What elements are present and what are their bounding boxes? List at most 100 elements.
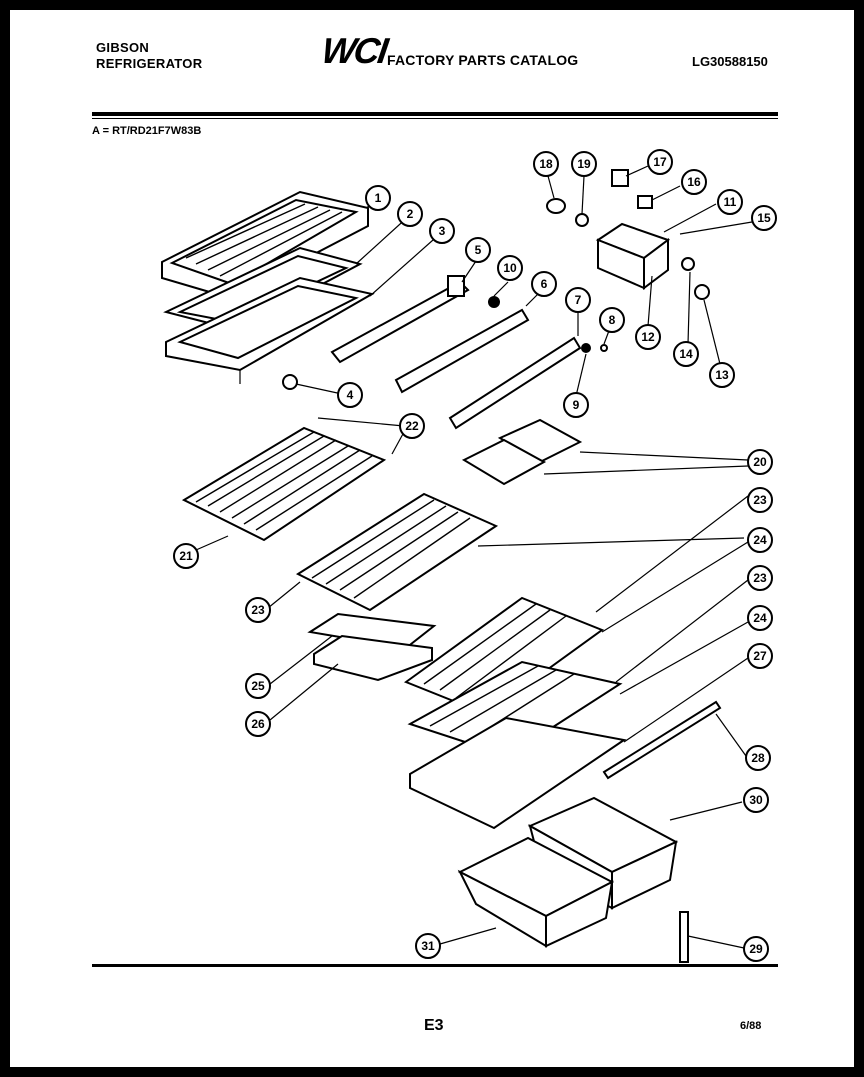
part-shelf-frame-lower [165,276,375,384]
svg-text:25: 25 [251,679,265,693]
callout-31: 31 [415,933,441,959]
callout-27: 27 [747,643,773,669]
svg-text:9: 9 [573,398,580,412]
svg-text:22: 22 [405,419,419,433]
callout-28: 28 [745,745,771,771]
svg-text:23: 23 [251,603,265,617]
part-crisper-cover [409,716,627,830]
assembly-label: A = RT/RD21F7W83B [92,125,202,137]
svg-text:26: 26 [251,717,265,731]
catalog-title: FACTORY PARTS CATALOG [387,52,579,68]
callout-20: 20 [747,449,773,475]
part-lower-shelf [295,492,499,612]
brand-name: GIBSON [96,40,150,55]
part-bracket [330,280,470,364]
callout-7: 7 [565,287,591,313]
footer-rule [92,964,778,967]
callout-18: 18 [533,151,559,177]
callout-11: 11 [717,189,743,215]
callout-29: 29 [743,936,769,962]
svg-text:1: 1 [375,191,382,205]
part-crisper-pan-left [457,836,615,948]
part-9 [581,343,591,353]
svg-text:2: 2 [407,207,414,221]
svg-text:29: 29 [749,942,763,956]
svg-text:14: 14 [679,347,693,361]
part-13 [694,284,710,300]
product-type: REFRIGERATOR [96,56,203,71]
part-18 [546,198,566,214]
callout-numbers: 1 2 3 4 5 6 7 8 9 10 11 12 13 14 15 16 1… [173,149,777,962]
part-rail [394,308,530,394]
part-meat-pan [313,634,433,682]
callout-6: 6 [531,271,557,297]
leader-lines [195,165,753,949]
part-4 [282,374,298,390]
callout-21: 21 [173,543,199,569]
svg-text:3: 3 [439,224,446,238]
part-light-housing-end [643,238,669,290]
date-code: 6/88 [740,1020,762,1032]
callout-5: 5 [465,237,491,263]
svg-text:4: 4 [347,388,354,402]
part-16 [637,195,653,209]
callout-3: 3 [429,218,455,244]
svg-text:31: 31 [421,939,435,953]
svg-text:24: 24 [753,533,767,547]
callout-12: 12 [635,324,661,350]
callout-8: 8 [599,307,625,333]
part-crisper-shelf-upper [403,596,605,716]
svg-text:21: 21 [179,549,193,563]
part-14 [681,257,695,271]
svg-text:24: 24 [753,611,767,625]
svg-text:11: 11 [724,195,737,209]
svg-text:7: 7 [575,293,582,307]
callout-13: 13 [709,362,735,388]
svg-text:30: 30 [749,793,763,807]
part-bracket-end [447,275,465,297]
part-trim-strip [602,700,722,780]
parts-drawing [161,169,722,963]
part-rail-2 [448,336,582,430]
part-10 [488,296,500,308]
callout-4: 4 [337,382,363,408]
svg-text:23: 23 [753,493,767,507]
callout-22: 22 [399,413,425,439]
part-wire-shelf [181,426,387,542]
header-rule-thin [92,118,778,119]
part-29 [679,911,689,963]
svg-text:13: 13 [715,368,729,382]
svg-text:16: 16 [687,175,701,189]
callout-23-left: 23 [245,597,271,623]
callout-10: 10 [497,255,523,281]
callout-25: 25 [245,673,271,699]
callout-15: 15 [751,205,777,231]
callout-14: 14 [673,341,699,367]
callout-16: 16 [681,169,707,195]
svg-text:10: 10 [503,261,517,275]
catalog-number: LG30588150 [692,54,768,69]
callout-23-lower: 23 [747,565,773,591]
callout-2: 2 [397,201,423,227]
part-shelf-frame [163,246,363,332]
callout-24-upper: 24 [747,527,773,553]
callout-9: 9 [563,392,589,418]
callout-23-upper: 23 [747,487,773,513]
svg-text:12: 12 [641,330,655,344]
callout-1: 1 [365,185,391,211]
page-code: E3 [424,1017,444,1034]
part-glass-shelf [161,190,369,300]
svg-text:23: 23 [753,571,767,585]
callout-30: 30 [743,787,769,813]
part-19 [575,213,589,227]
part-17 [611,169,629,187]
callout-19: 19 [571,151,597,177]
callout-17: 17 [647,149,673,175]
svg-text:18: 18 [539,157,553,171]
svg-text:15: 15 [757,211,771,225]
svg-text:19: 19 [577,157,591,171]
part-8 [600,344,608,352]
part-egg-tray-2 [461,438,547,486]
svg-text:28: 28 [751,751,765,765]
